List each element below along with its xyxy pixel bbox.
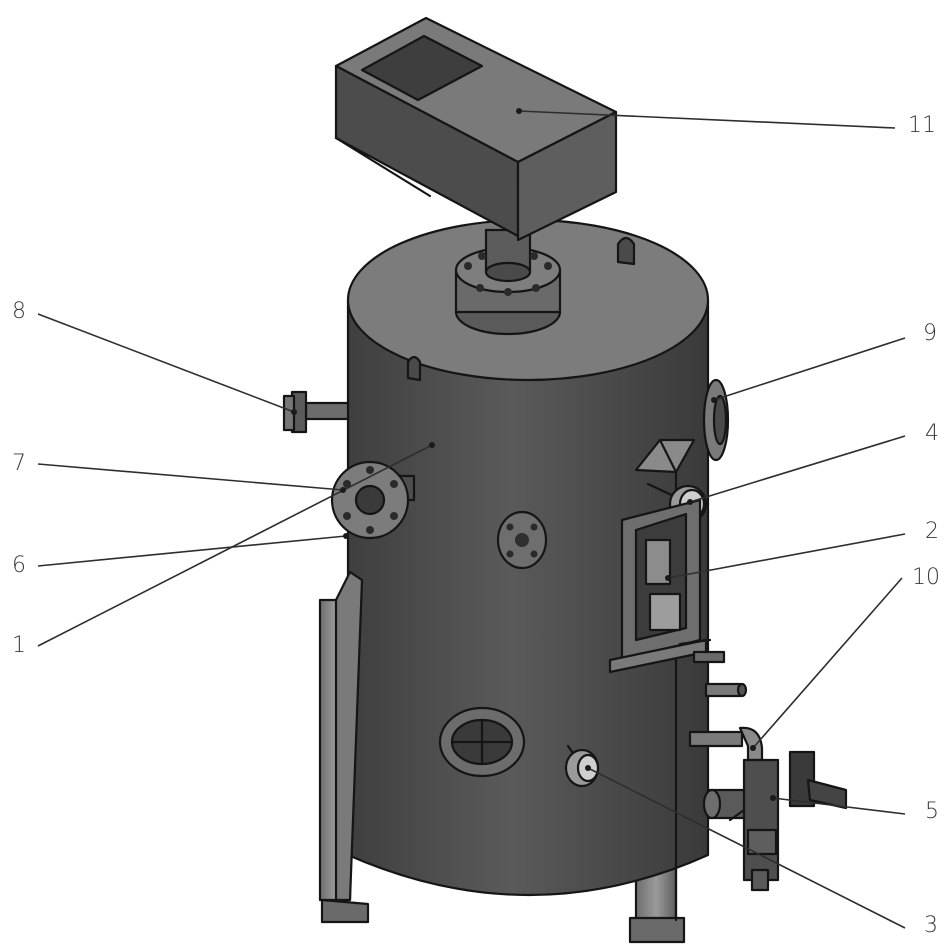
callout-number: 10 [912, 565, 940, 590]
level-gauge-frame [608, 498, 726, 674]
callout-number: 9 [923, 321, 937, 346]
side-nozzle-upper-left [282, 390, 350, 434]
tank-shell [334, 298, 710, 922]
top-flange-nozzle [454, 228, 562, 336]
callout-anchor-dot [750, 745, 756, 751]
callout-number: 4 [925, 421, 939, 446]
center-flange [496, 510, 548, 570]
side-pipe-right [704, 682, 748, 698]
callout-8: 8 [12, 299, 297, 415]
callout-anchor-dot [687, 499, 693, 505]
manhole-handwheel [438, 706, 526, 778]
callout-leader-line [772, 797, 906, 815]
callout-7: 7 [12, 451, 346, 493]
callout-3: 3 [585, 765, 938, 938]
callout-number: 2 [925, 519, 939, 544]
callout-leader-line [37, 313, 295, 413]
callout-number: 11 [908, 113, 936, 138]
callout-layer: 1 2 3 4 5 6 7 8 9 10 11 [12, 108, 940, 938]
callout-leader-line [518, 110, 896, 129]
callout-leader-line [37, 535, 347, 567]
side-flange-right [702, 378, 730, 462]
callout-leader-line [667, 533, 906, 579]
callout-anchor-dot [343, 533, 349, 539]
callout-11: 11 [516, 108, 936, 138]
callout-anchor-dot [770, 795, 776, 801]
callout-anchor-dot [665, 575, 671, 581]
side-flange-left [330, 460, 416, 540]
callout-10: 10 [750, 565, 940, 751]
callout-number: 7 [12, 451, 26, 476]
callout-leader-line [37, 444, 433, 647]
callout-leader-line [689, 435, 906, 503]
callout-anchor-dot [291, 409, 297, 415]
callout-number: 5 [925, 799, 939, 824]
callout-2: 2 [665, 519, 939, 581]
callout-leader-line [713, 337, 906, 401]
callout-leader-line [752, 577, 903, 749]
callout-leader-line [587, 767, 906, 929]
callout-number: 3 [924, 913, 938, 938]
callout-number: 1 [12, 633, 26, 658]
feed-hopper [334, 16, 618, 242]
callout-leader-line [37, 463, 344, 491]
callout-number: 8 [12, 299, 26, 324]
callout-anchor-dot [711, 397, 717, 403]
callout-number: 6 [12, 553, 26, 578]
callout-anchor-dot [429, 442, 435, 448]
callout-4: 4 [687, 421, 939, 505]
valve-assembly [688, 726, 848, 892]
callout-6: 6 [12, 533, 349, 578]
callout-9: 9 [711, 321, 937, 403]
callout-anchor-dot [516, 108, 522, 114]
callout-anchor-dot [340, 487, 346, 493]
callout-1: 1 [12, 442, 435, 658]
callout-anchor-dot [585, 765, 591, 771]
callout-5: 5 [770, 795, 939, 824]
